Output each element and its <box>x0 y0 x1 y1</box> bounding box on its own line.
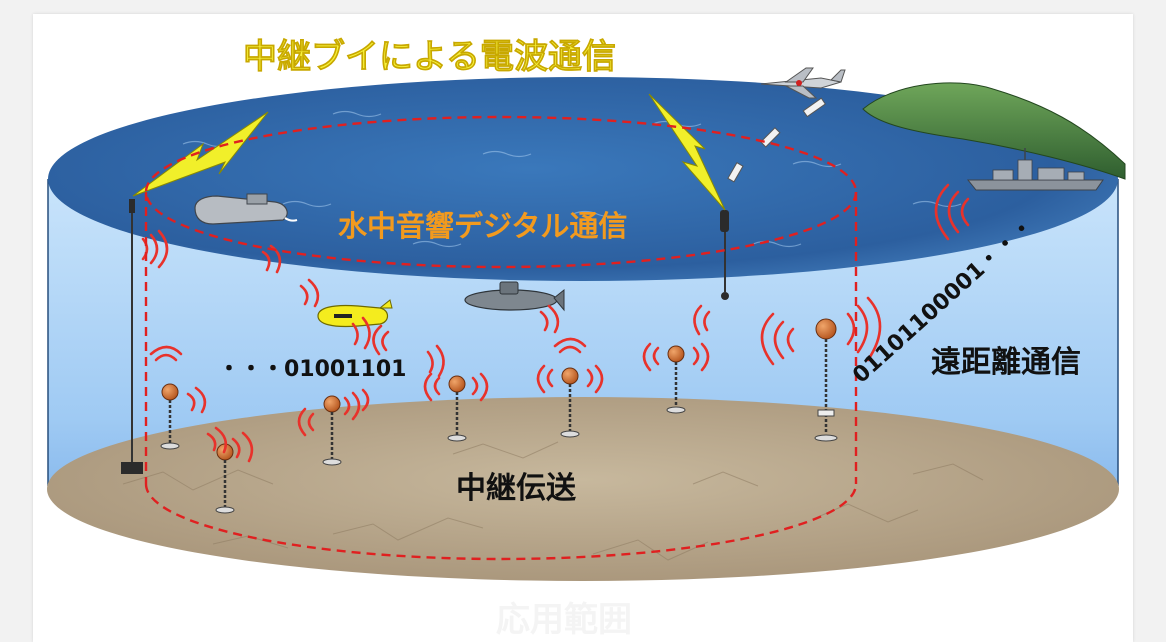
submarine-icon <box>464 281 565 312</box>
radio-title-label: 中継ブイによる電波通信 <box>243 37 616 77</box>
moored-buoy <box>447 375 467 442</box>
relay-transmission-label: 中継伝送 <box>456 471 576 506</box>
diagram-frame: 中継ブイによる電波通信 水中音響デジタル通信 ・・・01001101 01101… <box>33 14 1133 642</box>
uuv-icon <box>317 299 393 328</box>
acoustic-title-label: 水中音響デジタル通信 <box>338 209 627 243</box>
sonobuoy-drop <box>727 97 827 183</box>
moored-buoy <box>322 395 342 466</box>
caption-label: 応用範囲 <box>496 600 632 640</box>
relay-buoy-left <box>121 199 143 474</box>
long-distance-label: 遠距離通信 <box>931 345 1081 380</box>
relay-buoy-right <box>720 210 729 300</box>
island-icon <box>862 82 1126 180</box>
surface-vessel-icon <box>194 193 298 225</box>
seabed <box>47 397 1119 581</box>
moored-buoys <box>160 318 838 514</box>
bits-left-label: ・・・01001101 <box>218 357 406 382</box>
acoustic-waves <box>141 183 970 463</box>
aircraft-icon <box>760 67 846 99</box>
warship-icon <box>966 148 1104 191</box>
lightning-bolt-icon-right <box>648 93 726 211</box>
moored-buoy <box>814 318 838 442</box>
acoustic-range-boundary <box>144 115 858 561</box>
moored-buoy <box>666 345 686 414</box>
communication-diagram: 中継ブイによる電波通信 水中音響デジタル通信 ・・・01001101 01101… <box>47 37 1126 640</box>
moored-buoy <box>560 367 580 438</box>
seabed-texture <box>122 441 984 561</box>
moored-buoy <box>160 383 180 450</box>
lightning-bolt-icon-left <box>132 111 269 197</box>
